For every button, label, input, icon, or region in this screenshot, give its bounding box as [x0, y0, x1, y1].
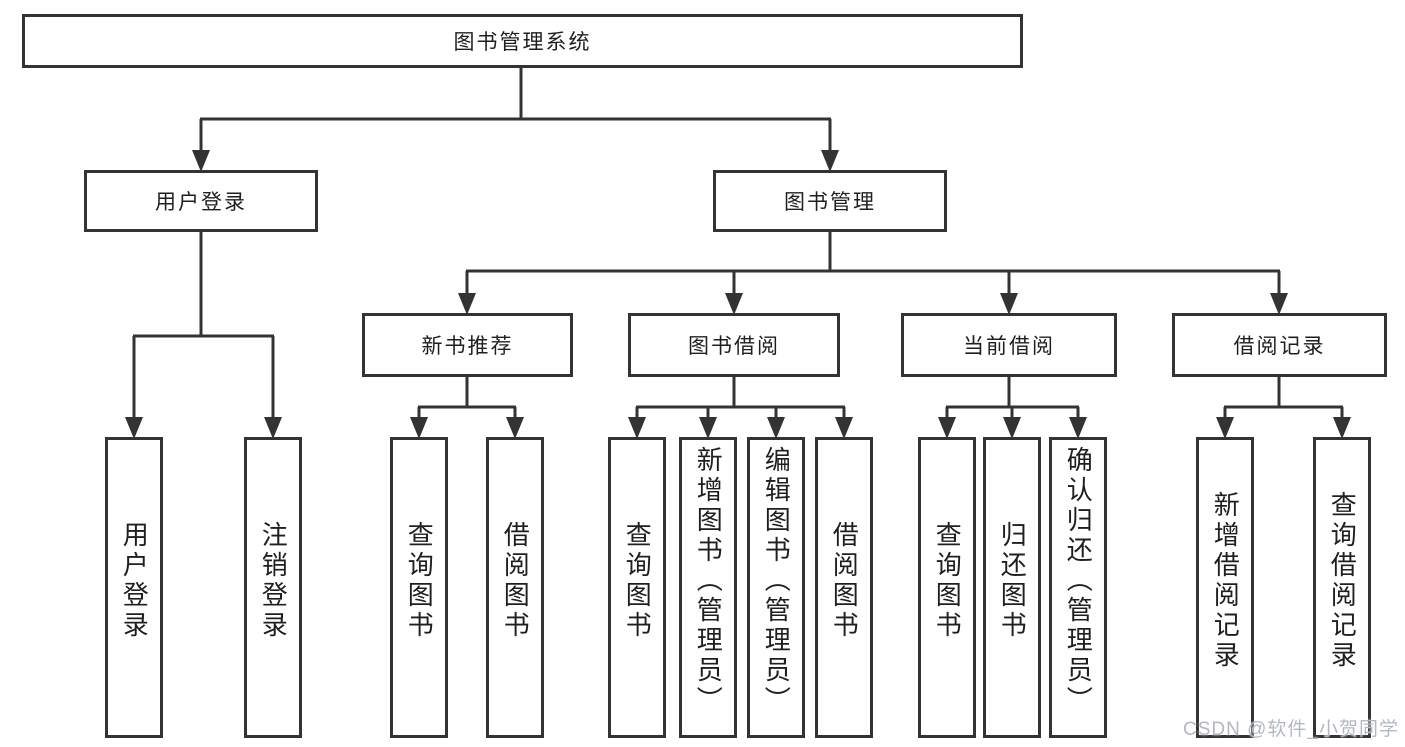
arrowhead-down — [1216, 417, 1234, 439]
arrowhead-down — [1000, 293, 1018, 315]
connector-book-management-to-level3 — [458, 231, 1288, 315]
leaf-add-borrow-record: 新增借阅记录 — [1196, 437, 1254, 738]
connector-line — [199, 66, 832, 152]
connector-line — [1223, 375, 1344, 419]
arrowhead-down — [938, 417, 956, 439]
node-label: 确认归还（管理员） — [1063, 445, 1094, 716]
node-label: 编辑图书（管理员） — [761, 445, 792, 716]
leaf-query-book-borrow: 查询图书 — [608, 437, 666, 738]
node-current-borrow: 当前借阅 — [901, 313, 1117, 377]
arrowhead-down — [835, 417, 853, 439]
connector-line — [417, 375, 517, 419]
connector-borrow-records-to-leaves — [1216, 375, 1351, 439]
connector-line — [635, 375, 846, 419]
node-label: 借阅图书 — [500, 520, 531, 641]
connector-line — [132, 231, 275, 419]
node-label: 归还图书 — [997, 520, 1028, 641]
node-label: 注销登录 — [258, 520, 289, 641]
node-label: 查询借阅记录 — [1327, 490, 1358, 671]
node-label: 借阅记录 — [1233, 335, 1326, 358]
leaf-edit-book-admin: 编辑图书（管理员） — [747, 437, 805, 738]
node-book-management: 图书管理 — [713, 170, 947, 232]
leaf-query-book-recommend: 查询图书 — [390, 437, 448, 738]
arrowhead-down — [1270, 293, 1288, 315]
node-new-book-recommend: 新书推荐 — [362, 313, 573, 377]
node-label: 当前借阅 — [963, 335, 1055, 358]
node-label: 用户登录 — [155, 191, 247, 214]
arrowhead-down — [1069, 417, 1087, 439]
arrowhead-down — [699, 417, 717, 439]
leaf-query-book-current: 查询图书 — [918, 437, 976, 738]
arrowhead-down — [506, 417, 524, 439]
connector-new-book-recommend-to-leaves — [410, 375, 524, 439]
arrowhead-down — [767, 417, 785, 439]
connector-user-login-to-leaves — [125, 231, 282, 439]
node-label: 用户登录 — [119, 520, 150, 641]
leaf-return-book: 归还图书 — [983, 437, 1041, 738]
arrowhead-down — [725, 293, 743, 315]
node-label: 查询图书 — [932, 520, 963, 641]
connector-current-borrow-to-leaves — [938, 375, 1087, 439]
node-label: 图书借阅 — [688, 335, 780, 358]
node-user-login: 用户登录 — [84, 170, 318, 232]
csdn-watermark: CSDN @软件_小贺同学 — [1183, 719, 1399, 740]
arrowhead-down — [821, 150, 839, 172]
arrowhead-down — [410, 417, 428, 439]
arrowhead-down — [628, 417, 646, 439]
leaf-add-book-admin: 新增图书（管理员） — [679, 437, 737, 738]
node-label: 借阅图书 — [829, 520, 860, 641]
arrowhead-down — [192, 150, 210, 172]
node-label: 新增借阅记录 — [1210, 490, 1241, 671]
connector-line — [945, 375, 1080, 419]
node-label: 查询图书 — [404, 520, 435, 641]
arrowhead-down — [264, 417, 282, 439]
node-book-borrow: 图书借阅 — [628, 313, 840, 377]
leaf-logout-login: 注销登录 — [244, 437, 302, 738]
connector-book-borrow-to-leaves — [628, 375, 853, 439]
connector-line — [465, 231, 1281, 295]
leaf-confirm-return-admin: 确认归还（管理员） — [1049, 437, 1107, 738]
node-label: 新增图书（管理员） — [693, 445, 724, 716]
node-label: 新书推荐 — [421, 335, 514, 358]
arrowhead-down — [125, 417, 143, 439]
node-borrow-records: 借阅记录 — [1172, 313, 1387, 377]
node-label: 图书管理系统 — [453, 31, 592, 54]
arrowhead-down — [458, 293, 476, 315]
leaf-borrow-book: 借阅图书 — [815, 437, 873, 738]
leaf-borrow-book-recommend: 借阅图书 — [486, 437, 544, 738]
arrowhead-down — [1003, 417, 1021, 439]
node-label: 图书管理 — [784, 191, 876, 214]
node-label: 查询图书 — [622, 520, 653, 641]
leaf-query-borrow-record: 查询借阅记录 — [1313, 437, 1371, 738]
node-library-management-system: 图书管理系统 — [22, 14, 1023, 68]
leaf-user-login: 用户登录 — [105, 437, 163, 738]
connector-root-to-level2 — [192, 66, 839, 172]
arrowhead-down — [1333, 417, 1351, 439]
